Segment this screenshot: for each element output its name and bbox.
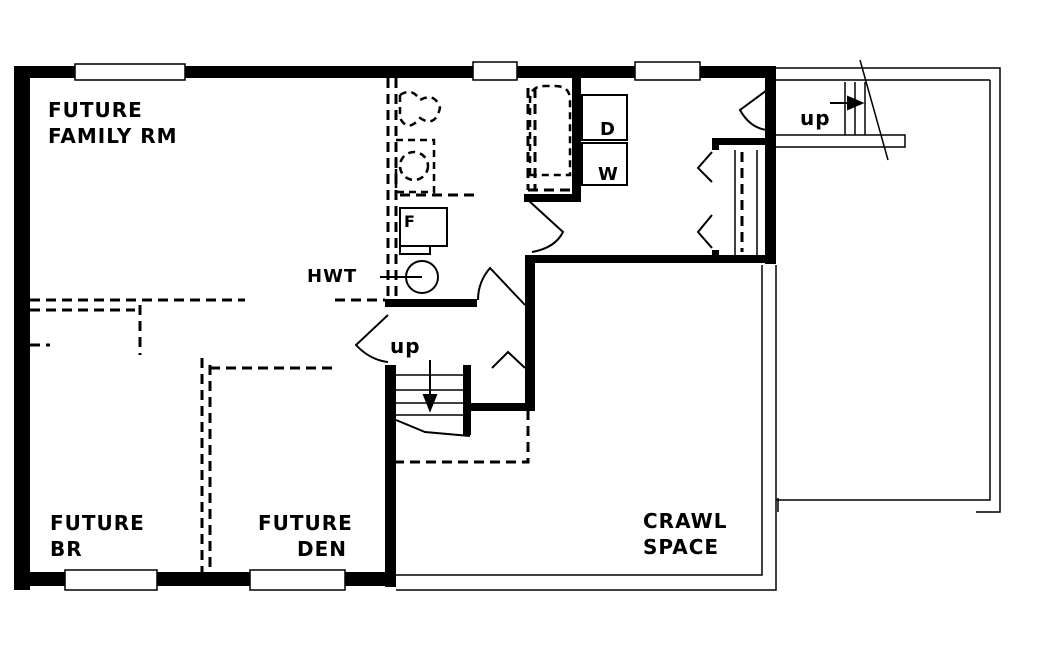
washer xyxy=(581,142,628,186)
br-label-2: BR xyxy=(50,537,83,561)
thin-outlines xyxy=(396,59,1001,591)
room-labels: FUTURE FAMILY RM FUTURE BR FUTURE DEN CR… xyxy=(48,98,831,561)
den-label-1: FUTURE xyxy=(258,511,353,535)
washer-label: W xyxy=(598,164,619,185)
br-label-1: FUTURE xyxy=(50,511,145,535)
dashed-future-walls xyxy=(30,78,744,578)
crawl-label-2: SPACE xyxy=(643,535,719,559)
furnace-label: F xyxy=(404,212,416,231)
interior-walls xyxy=(385,74,775,587)
furnace xyxy=(399,207,448,247)
den-label-2: DEN xyxy=(297,537,347,561)
appliances xyxy=(380,94,628,294)
dryer xyxy=(581,94,628,141)
hwt-label: HWT xyxy=(307,266,357,287)
windows xyxy=(64,61,701,591)
doors xyxy=(354,89,768,437)
exterior-stair-up-label: up xyxy=(800,106,831,130)
family-room-label-2: FAMILY RM xyxy=(48,124,178,148)
dryer-label: D xyxy=(600,119,616,140)
crawl-label-1: CRAWL xyxy=(643,509,727,533)
stair-up-label: up xyxy=(390,334,421,358)
family-room-label-1: FUTURE xyxy=(48,98,143,122)
fixtures-dashed xyxy=(394,84,572,194)
stair-arrows xyxy=(422,95,865,413)
